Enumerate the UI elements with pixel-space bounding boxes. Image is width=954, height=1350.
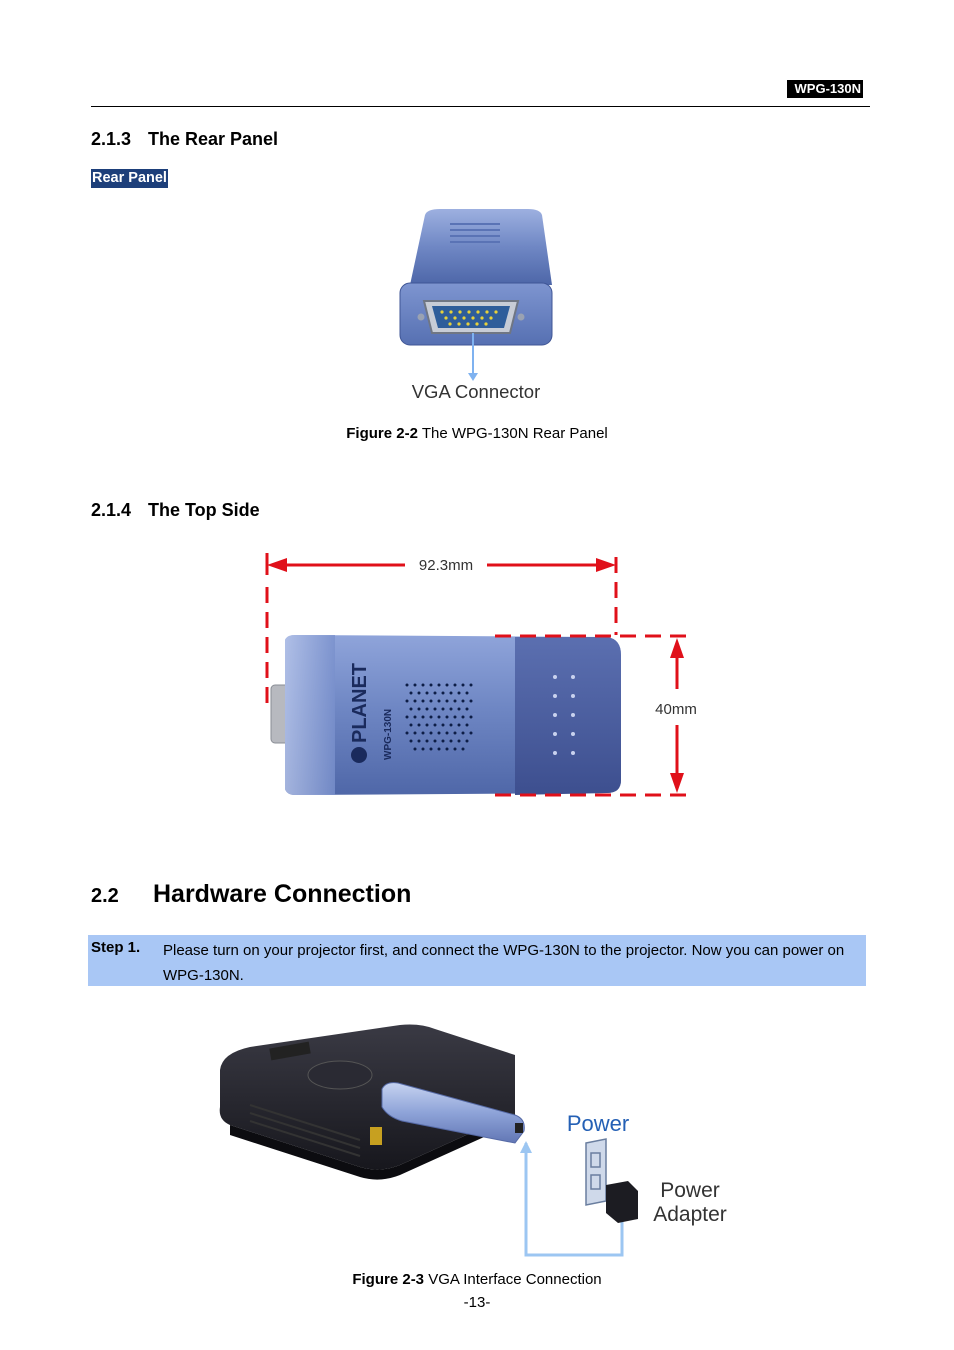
projector-port — [370, 1127, 382, 1145]
header-divider — [91, 106, 870, 107]
power-label: Power — [567, 1111, 629, 1136]
step-text: Please turn on your projector first, and… — [163, 942, 845, 984]
wpg-dongle — [381, 1082, 525, 1144]
width-dimension-label: 92.3mm — [419, 557, 473, 574]
power-adapter-icon — [606, 1181, 638, 1223]
section-number: 2.1.3 — [91, 129, 132, 149]
projector-lens-icon — [307, 1060, 373, 1090]
section-heading-rear-panel: 2.1.3 The Rear Panel — [91, 129, 278, 150]
caption-figure-text: VGA Interface Connection — [424, 1271, 602, 1288]
page-number: -13- — [463, 1294, 491, 1311]
figure-2-2-caption: Figure 2-2 The WPG-130N Rear Panel — [0, 425, 954, 442]
callout-arrow — [468, 373, 478, 381]
adapter-label-line-1: Power — [660, 1179, 720, 1202]
model-tag: WPG-130N — [786, 80, 863, 98]
led-holes — [553, 675, 575, 755]
device-brand-text: PLANET — [349, 663, 371, 743]
top-side-figure: 92.3mm PLANET WPG-130N 40mm — [265, 553, 697, 797]
section-title: Hardware Connection — [153, 880, 412, 908]
rear-panel-label: Rear Panel — [91, 169, 168, 188]
device-end-panel — [515, 637, 621, 795]
caption-figure-text: The WPG-130N Rear Panel — [417, 425, 608, 442]
connection-figure: Power Power Adapter — [219, 1024, 727, 1257]
section-title: The Rear Panel — [148, 129, 279, 149]
power-outlet-icon — [585, 1138, 607, 1206]
caption-figure-number: Figure 2-3 — [352, 1271, 425, 1288]
height-dimension-label: 40mm — [655, 701, 697, 718]
section-heading-hardware-connection: 2.2 Hardware Connection — [91, 880, 411, 909]
power-cable — [524, 1143, 624, 1257]
rear-panel-figure: VGA Connector — [399, 209, 553, 402]
vga-connector-label: VGA Connector — [412, 381, 541, 402]
section-title: The Top Side — [148, 500, 260, 520]
figure-2-3-caption: Figure 2-3 VGA Interface Connection — [0, 1271, 954, 1288]
vent-grille — [405, 683, 473, 751]
section-heading-top-side: 2.1.4 The Top Side — [91, 500, 260, 521]
width-dimension — [265, 553, 618, 705]
vga-port-pins — [432, 306, 510, 328]
section-number: 2.1.4 — [91, 500, 132, 520]
planet-logo-icon — [351, 747, 367, 763]
device-model-text: WPG-130N — [383, 709, 394, 760]
step-1-box: Step 1. Please turn on your projector fi… — [88, 935, 866, 986]
adapter-label-line-2: Adapter — [653, 1203, 727, 1226]
caption-figure-number: Figure 2-2 — [346, 425, 418, 442]
device-branding: PLANET WPG-130N — [349, 663, 394, 763]
step-label: Step 1. — [91, 939, 141, 956]
section-number: 2.2 — [91, 885, 119, 907]
projector-body — [219, 1024, 515, 1170]
device-top-shell — [410, 209, 552, 285]
